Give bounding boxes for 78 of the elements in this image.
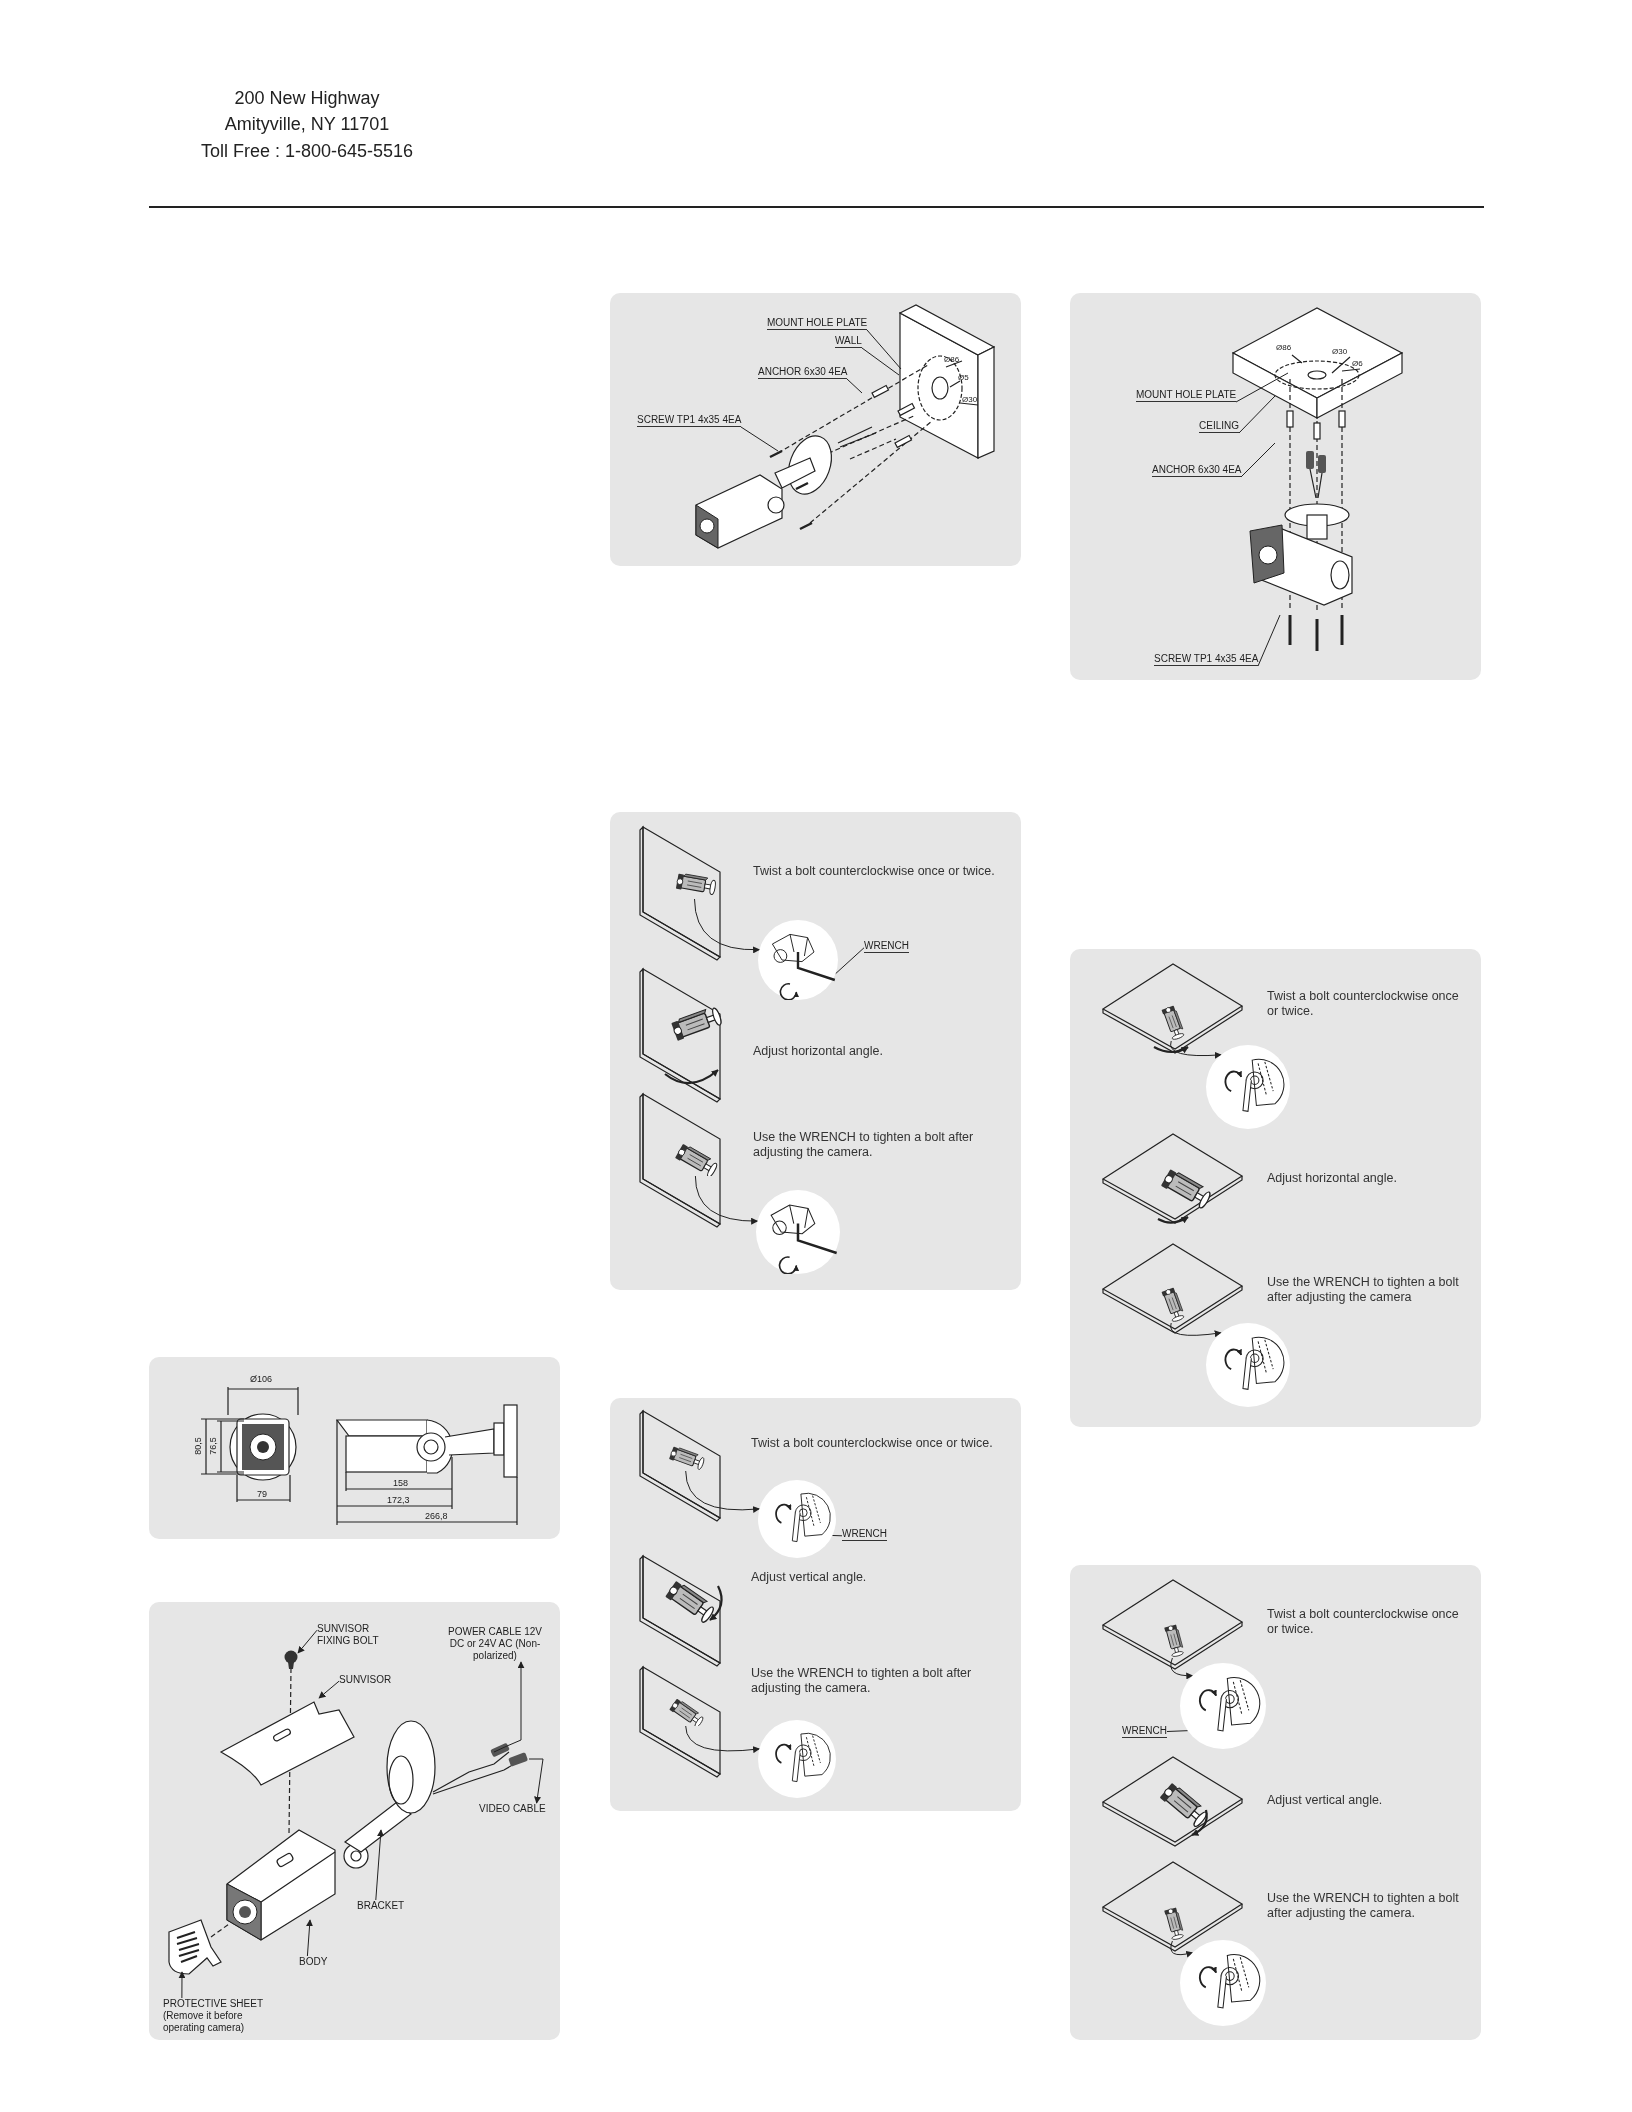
leader-line [1257,614,1281,667]
diagram-panel [1070,949,1481,1427]
diagram-panel [1070,1565,1481,2040]
part-label: SCREW TP1 4x35 4EA [1154,653,1259,666]
dimension-label: Ø86 [944,355,960,364]
part-label: BRACKET [357,1900,405,1912]
dimension-label: 79 [257,1489,267,1499]
part-label: SUNVISOR [339,1674,392,1686]
diagram-panel [610,1398,1021,1811]
leader-line [493,1661,525,1753]
leader-line [740,426,779,452]
arrow [297,1629,318,1654]
part-label: MOUNT HOLE PLATE [767,317,868,330]
part-label: ANCHOR 6x30 4EA [758,366,848,379]
instruction-text: Adjust horizontal angle. [753,1044,884,1059]
arrow [1170,1322,1222,1338]
diagram-panel [149,1357,560,1539]
leader-line [1235,372,1289,403]
leader-line [866,329,902,370]
leader-line [375,1829,384,1901]
part-label: VIDEO CABLE [479,1803,546,1815]
dimension-label: 76,5 [207,1437,218,1455]
part-label: SCREW TP1 4x35 4EA [637,414,742,427]
instruction-text: Twist a bolt counterclockwise once or twice. [753,864,996,879]
arrow [694,898,761,954]
part-label: WRENCH [842,1528,887,1541]
dimension-label: 158 [393,1478,409,1488]
dimension-label: Ø106 [250,1374,273,1384]
leader-line [178,1971,186,1999]
dimension-label: 172,3 [387,1495,410,1505]
arrow [685,1725,761,1754]
part-label: ANCHOR 6x30 4EA [1152,464,1242,477]
address-text: 200 New Highway [233,88,381,109]
dimension-label: Ø5 [958,373,969,382]
diagram-panel [610,293,1021,566]
part-label: CEILING [1199,420,1239,433]
dimension-label: Ø30 [1332,347,1348,356]
instruction-text: Use the WRENCH to tighten a bolt after adjusting the camera. [751,1666,973,1696]
leader-line [1238,395,1276,434]
arrow [1170,1657,1194,1680]
diagram-panel [610,812,1021,1290]
dimension-label: Ø6 [1352,359,1363,368]
address-text: Toll Free : 1-800-645-5516 [199,141,415,162]
leader-line [318,1680,340,1699]
instruction-text: Twist a bolt counterclockwise once or twice. [1267,1607,1460,1637]
leader-line [306,1919,314,1957]
address-text: Amityville, NY 11701 [223,114,391,135]
leader-line [1240,442,1276,478]
arrow [694,1175,759,1225]
instruction-text: Adjust horizontal angle. [1267,1171,1398,1186]
arrow [1170,1940,1194,1958]
bolt-drawing [284,1650,298,1670]
part-label: MOUNT HOLE PLATE [1136,389,1237,402]
leader-line [846,378,863,394]
dimension-label: Ø86 [1276,343,1292,352]
part-label: POWER CABLE 12V DC or 24V AC (Non-polarized) [445,1626,545,1662]
part-label: WRENCH [864,940,909,953]
instruction-text: Use the WRENCH to tighten a bolt after adjusting the camera. [1267,1891,1460,1921]
diagram-panel [149,1602,560,2040]
part-label: SUNVISOR FIXING BOLT [317,1623,389,1647]
instruction-text: Adjust vertical angle. [1267,1793,1384,1808]
instruction-text: Use the WRENCH to tighten a bolt after adjusting the camera. [753,1130,975,1160]
part-label: PROTECTIVE SHEET (Remove it before operating camera) [163,1998,281,2034]
dimension-label: Ø30 [962,395,978,404]
leader-line [861,347,900,376]
dimension-label: 266,8 [425,1511,448,1521]
arrow [685,1470,761,1513]
part-label: BODY [299,1956,328,1968]
instruction-text: Adjust vertical angle. [751,1570,868,1585]
leader-line [528,1758,544,1804]
diagram-panel [1070,293,1481,680]
arrow [1170,1040,1222,1059]
dimension-label: 80,5 [192,1437,203,1455]
part-label: WRENCH [1122,1725,1167,1738]
part-label: WALL [835,335,862,348]
instruction-text: Twist a bolt counterclockwise once or twice. [751,1436,994,1451]
instruction-text: Use the WRENCH to tighten a bolt after adjusting the camera [1267,1275,1460,1305]
instruction-text: Twist a bolt counterclockwise once or twice. [1267,989,1460,1019]
